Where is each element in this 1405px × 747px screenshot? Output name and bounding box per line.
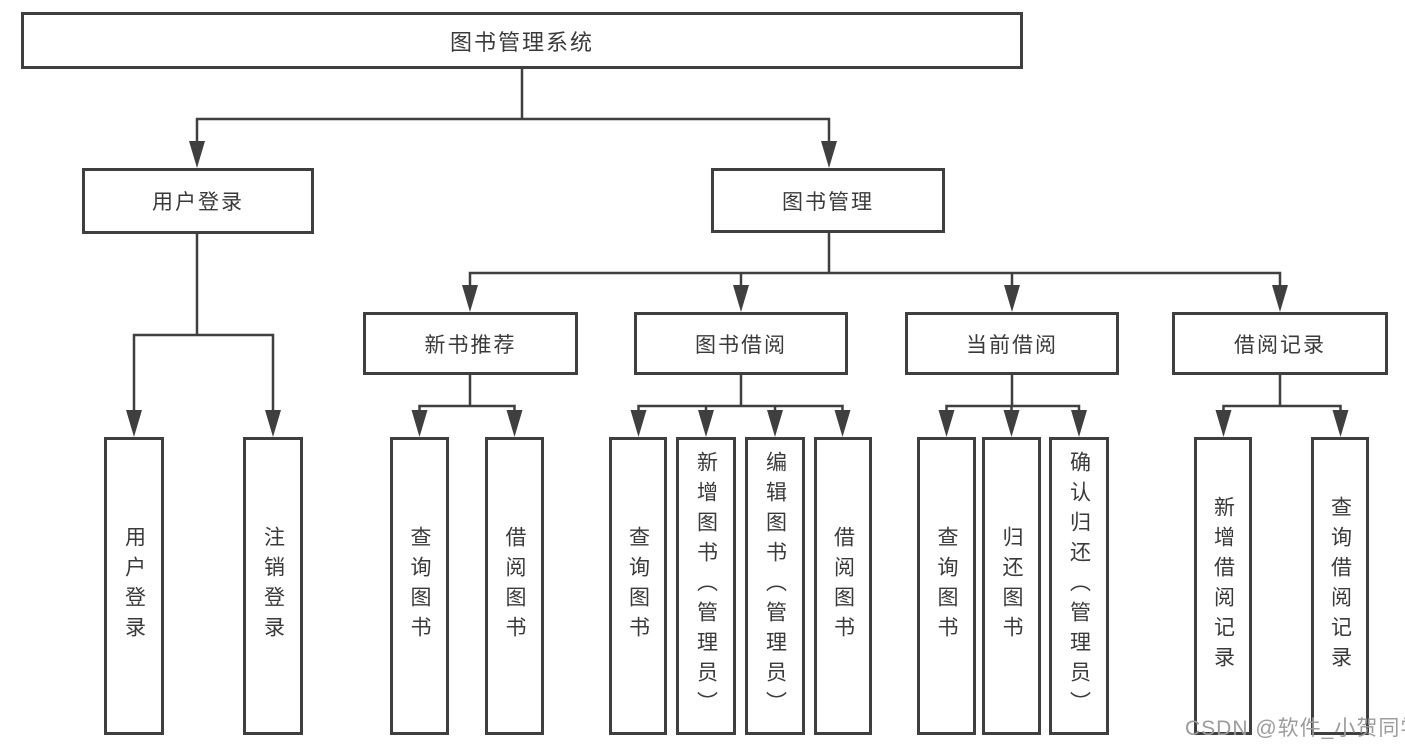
node-label: 查询图书 (408, 526, 431, 646)
node-label: 归还图书 (1000, 526, 1023, 646)
node-book-management: 图书管理 (711, 168, 945, 233)
node-library-management-system: 图书管理系统 (21, 12, 1023, 69)
node-return-books: 归还图书 (982, 437, 1041, 735)
node-user-login-leaf: 用户登录 (104, 437, 164, 735)
node-label: 查询借阅记录 (1328, 496, 1352, 676)
watermark: CSDN @软件_小贺同学 (1185, 717, 1405, 740)
node-label: 借阅记录 (1234, 333, 1326, 357)
arrow-down-icon (1215, 410, 1349, 437)
node-label: 用户登录 (152, 191, 244, 214)
node-current-borrowing: 当前借阅 (905, 312, 1119, 375)
node-add-book-admin: 新增图书（管理员） (676, 437, 736, 735)
connector-borrowing-records-children (1222, 373, 1342, 415)
node-borrow-books-recommend: 借阅图书 (485, 437, 544, 735)
node-book-borrowing: 图书借阅 (634, 312, 848, 375)
arrow-down-icon (126, 410, 281, 437)
node-query-books-borrowing: 查询图书 (609, 437, 667, 735)
node-borrowing-records: 借阅记录 (1172, 312, 1388, 375)
node-label: 借阅图书 (831, 526, 855, 646)
node-label: 借阅图书 (503, 526, 526, 646)
node-label: 确认归还（管理员） (1067, 451, 1091, 721)
node-logout: 注销登录 (243, 437, 303, 735)
node-new-book-recommendation: 新书推荐 (363, 312, 578, 375)
connector-book-borrowing-children (637, 373, 844, 415)
node-label: 编辑图书（管理员） (763, 451, 787, 721)
node-label: 查询图书 (935, 526, 958, 646)
node-confirm-return-admin: 确认归还（管理员） (1049, 437, 1109, 735)
connector-current-borrowing-children (945, 373, 1081, 415)
arrow-down-icon (462, 285, 1288, 312)
node-query-borrow-record: 查询借阅记录 (1311, 437, 1369, 735)
node-query-books-recommend: 查询图书 (390, 437, 449, 735)
node-label: 图书管理 (782, 190, 874, 214)
node-edit-book-admin: 编辑图书（管理员） (745, 437, 805, 735)
node-add-borrow-record: 新增借阅记录 (1194, 437, 1252, 735)
node-label: 查询图书 (626, 526, 650, 646)
connector-new-book-children (418, 373, 516, 415)
node-label: 新增借阅记录 (1211, 496, 1235, 676)
arrow-down-icon (411, 410, 523, 437)
node-label: 图书管理系统 (449, 29, 594, 55)
node-borrow-books-borrowing: 借阅图书 (814, 437, 872, 735)
arrow-down-icon (938, 410, 1087, 437)
node-query-books-current: 查询图书 (917, 437, 976, 735)
connector-root-to-level2 (195, 66, 831, 146)
node-label: 图书借阅 (695, 333, 787, 357)
connector-user-login-children (132, 232, 275, 415)
node-label: 新书推荐 (424, 333, 517, 357)
arrow-down-icon (189, 141, 837, 168)
node-label: 当前借阅 (966, 333, 1058, 357)
arrow-down-icon (630, 410, 851, 437)
node-user-login: 用户登录 (82, 168, 314, 234)
node-label: 新增图书（管理员） (694, 451, 718, 721)
connector-book-management-children (468, 230, 1282, 290)
node-label: 注销登录 (261, 526, 285, 646)
node-label: 用户登录 (122, 526, 146, 646)
